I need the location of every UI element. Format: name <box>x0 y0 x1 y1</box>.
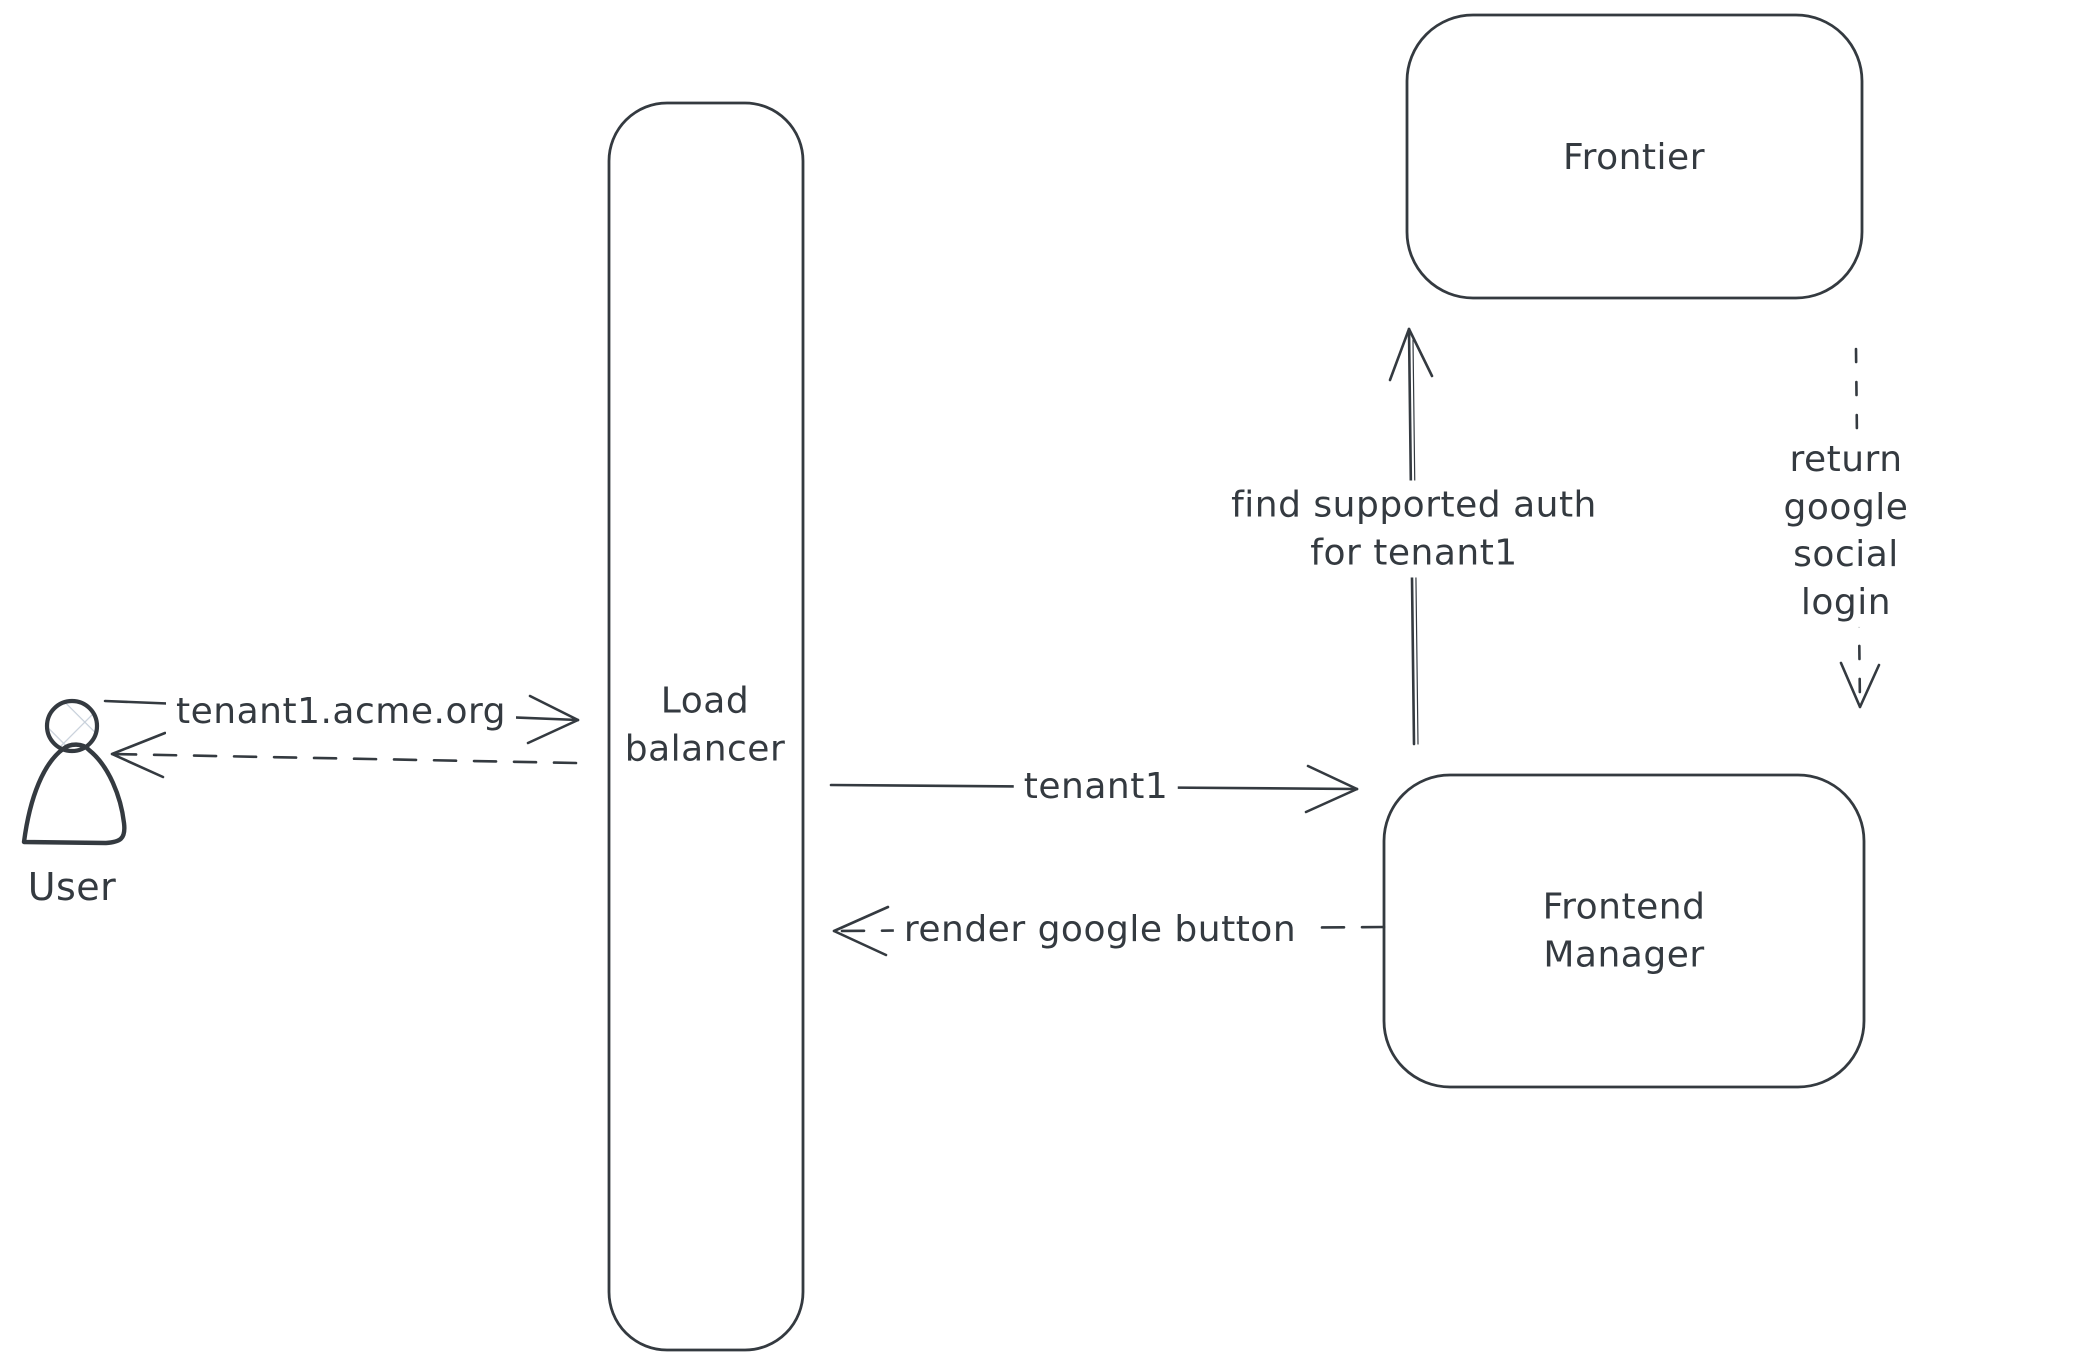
edge-label-render-google-button: render google button <box>893 905 1307 955</box>
frontier-box <box>1405 13 1864 300</box>
edge-label-tenant1: tenant1 <box>1013 762 1179 812</box>
edge-label-tenant1-acme-org: tenant1.acme.org <box>166 687 516 737</box>
user-body <box>21 742 127 846</box>
user-head <box>44 698 100 754</box>
frontier-label: Frontier <box>1562 137 1706 179</box>
user-actor-icon <box>21 698 127 846</box>
edge-label-find-supported-auth: find supported auth for tenant1 <box>1221 480 1607 578</box>
frontend-manager-label: Frontend Manager <box>1542 886 1706 975</box>
user-label: User <box>27 864 117 909</box>
frontend-manager-box <box>1382 773 1866 1089</box>
arrow-lb-to-user <box>110 731 578 779</box>
edge-label-return-google-social-login: return google social login <box>1727 434 1965 628</box>
load-balancer-label: Load balancer <box>624 680 786 769</box>
load-balancer-box <box>607 101 805 1352</box>
